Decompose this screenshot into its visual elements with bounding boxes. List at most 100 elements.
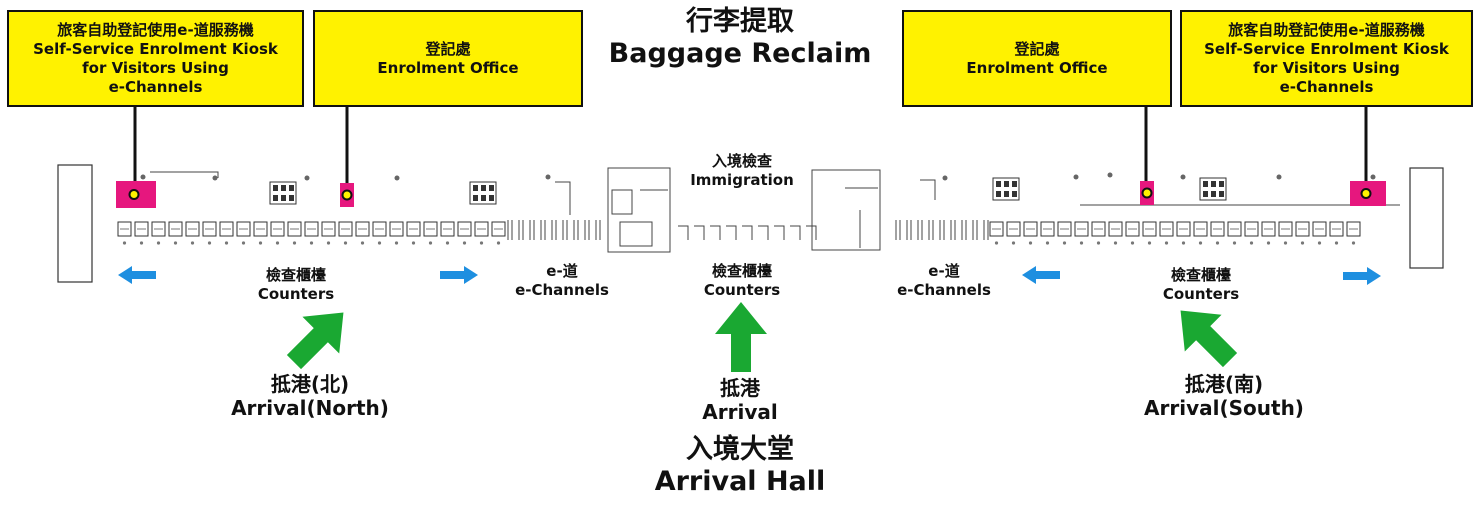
arrival-hall-zh: 入境大堂 [686, 434, 794, 465]
counter-dot [1317, 241, 1322, 245]
arrival-north-en: Arrival(North) [231, 396, 389, 420]
counter-dot [1113, 241, 1118, 245]
e-channel-gate [551, 220, 557, 240]
fixture-dot [304, 175, 310, 181]
equipment-cell [1012, 191, 1017, 197]
center-counter [694, 225, 705, 240]
arrow-left-icon [1022, 266, 1060, 284]
callout-office-south-zh: 登記處 [1014, 39, 1060, 58]
counter-dot [190, 241, 195, 245]
counter-dot [462, 241, 467, 245]
equipment-cell [1219, 191, 1224, 197]
arrival-north-arrow-icon [286, 312, 344, 370]
echannels-north-label: e-道 e-Channels [492, 262, 632, 300]
callout-kiosk-north-en1: Self-Service Enrolment Kiosk [33, 39, 278, 58]
equipment-cell [996, 191, 1001, 197]
center-counter [678, 225, 689, 240]
counter-dot [173, 241, 178, 245]
equipment-cell [281, 185, 286, 191]
fixture-dot [1107, 172, 1113, 178]
counter-dot [1266, 241, 1271, 245]
floor-plan-structures [57, 164, 1444, 283]
counter-dot [275, 241, 280, 245]
echannels-north-zh: e-道 [546, 262, 578, 280]
arrival-south-zh: 抵港(南) [1184, 372, 1264, 396]
fixture-dot [942, 175, 948, 181]
equipment-cell [281, 195, 286, 201]
fixture-dot [1370, 174, 1376, 180]
arrival-south-label: 抵港(南) Arrival(South) [1114, 372, 1334, 420]
arrow-right-icon [440, 266, 478, 284]
callout-kiosk-south-en1: Self-Service Enrolment Kiosk [1204, 39, 1449, 58]
immigration-booth-north [607, 167, 671, 253]
arrival-center-zh: 抵港 [720, 376, 760, 400]
counter-dot [1283, 241, 1288, 245]
e-channel-gate [928, 220, 934, 240]
counter-dot [1130, 241, 1135, 245]
equipment-cell [1004, 191, 1009, 197]
counter-dot [1334, 241, 1339, 245]
equipment-cell [489, 185, 494, 191]
callout-kiosk-south-en3: e-Channels [1279, 77, 1374, 96]
e-channel-gate [529, 220, 535, 240]
center-counter [726, 225, 737, 240]
counter-dot [479, 241, 484, 245]
echannels-south-zh: e-道 [928, 262, 960, 280]
callout-kiosk-north-en2: for Visitors Using [82, 58, 229, 77]
counters-south-label: 檢查櫃檯 Counters [1131, 266, 1271, 304]
arrival-hall-en: Arrival Hall [654, 466, 826, 497]
counter-dot [1215, 241, 1220, 245]
echannels-south-en: e-Channels [897, 281, 991, 299]
counter-dot [360, 241, 365, 245]
center-counter [790, 225, 801, 240]
callout-kiosk-south-en2: for Visitors Using [1253, 58, 1400, 77]
equipment-cell [289, 185, 294, 191]
baggage-reclaim-zh: 行李提取 [686, 6, 794, 37]
equipment-cell [1203, 181, 1208, 187]
center-counter [742, 225, 753, 240]
fixture-dot [545, 174, 551, 180]
counter-row [117, 220, 1361, 245]
center-counter [710, 225, 721, 240]
fixture-dot [1073, 174, 1079, 180]
arrival-hall-label: 入境大堂 Arrival Hall [590, 434, 890, 498]
e-channel-gate [562, 220, 568, 240]
callout-kiosk-north: 旅客自助登記使用e-道服務機 Self-Service Enrolment Ki… [7, 10, 304, 107]
fixture-dot [394, 175, 400, 181]
immigration-label: 入境檢查 Immigration [672, 152, 812, 190]
equipment-cell [1211, 191, 1216, 197]
counter-dot [122, 241, 127, 245]
equipment-cell [996, 181, 1001, 187]
echannels-north-en: e-Channels [515, 281, 609, 299]
counters-south-zh: 檢查櫃檯 [1170, 266, 1231, 284]
equipment-cell [1012, 181, 1017, 187]
arrival-south-arrow-icon [1180, 310, 1238, 368]
counters-center-en: Counters [703, 281, 781, 299]
counter-dot [1147, 241, 1152, 245]
callout-leader-lines [133, 107, 1368, 188]
e-channel-gate [573, 220, 579, 240]
kiosk-marker-dot [128, 189, 140, 200]
arrow-right-icon [1343, 267, 1381, 285]
e-channel-gate [895, 220, 901, 240]
arrival-north-zh: 抵港(北) [270, 372, 350, 396]
counter-dot [309, 241, 314, 245]
callout-office-south: 登記處 Enrolment Office [902, 10, 1172, 107]
baggage-reclaim-title: 行李提取 Baggage Reclaim [590, 6, 890, 70]
fixture-dot [140, 174, 146, 180]
kiosk-marker-dot [1141, 187, 1153, 199]
equipment-cell [481, 185, 486, 191]
location-markers [116, 181, 1386, 208]
equipment-cell [481, 195, 486, 201]
center-counter [806, 225, 817, 240]
counter-dot [1300, 241, 1305, 245]
e-channel-gate [983, 220, 989, 240]
counter-dot [1011, 241, 1016, 245]
e-channel-gate [917, 220, 923, 240]
direction-arrows [118, 266, 1381, 372]
callout-office-north: 登記處 Enrolment Office [313, 10, 583, 107]
e-channel-gate [906, 220, 912, 240]
counter-dot [1232, 241, 1237, 245]
callout-kiosk-north-zh: 旅客自助登記使用e-道服務機 [57, 20, 254, 39]
counter-dot [1045, 241, 1050, 245]
